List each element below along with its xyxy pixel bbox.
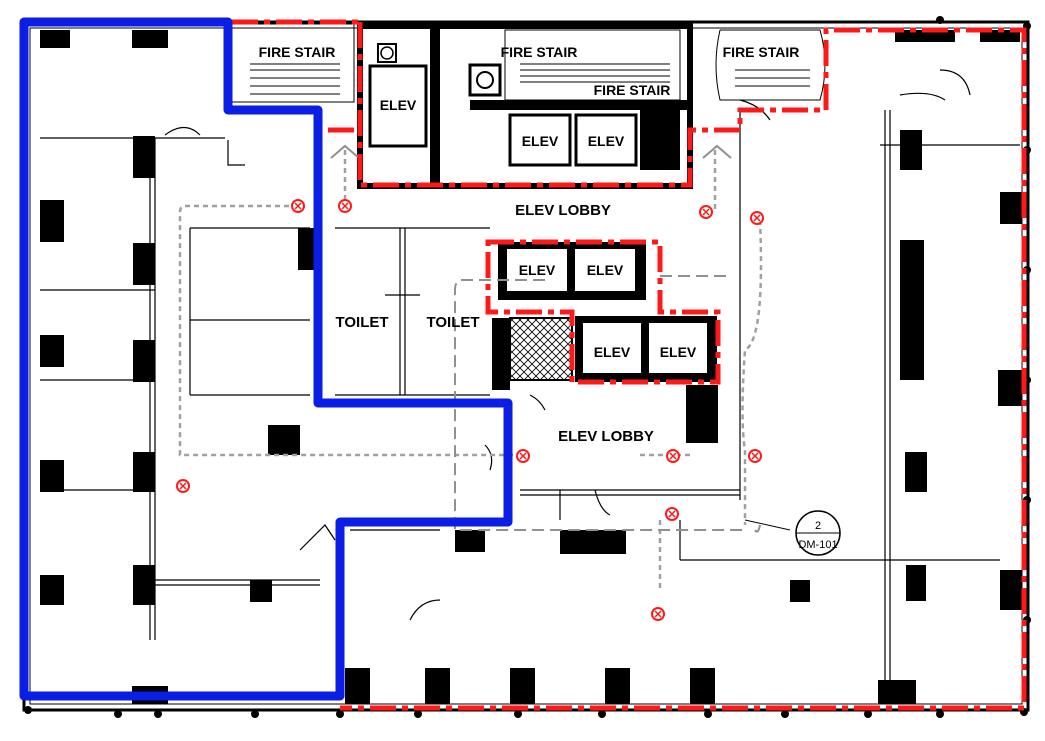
exit-markers: [176, 199, 764, 621]
elevator-lobby-label: ELEV LOBBY: [558, 428, 654, 445]
elevator-label: ELEV: [588, 133, 625, 149]
stair-arrows: [330, 144, 732, 159]
toilet-label: TOILET: [335, 314, 388, 331]
detail-number: 2: [815, 520, 821, 532]
elevator-label: ELEV: [380, 97, 417, 113]
fire-stair-label: FIRE STAIR: [723, 44, 800, 60]
blue-zone-outline: [19, 17, 513, 701]
egress-paths: [178, 150, 763, 590]
egress-path-dashed-boundary: [454, 275, 761, 533]
toilet-label: TOILET: [426, 314, 479, 331]
elevator-label: ELEV: [660, 344, 697, 360]
wall-columns: [40, 30, 1022, 704]
exit-marker: [516, 449, 530, 463]
exit-marker: [699, 205, 713, 219]
elevator-label: ELEV: [519, 262, 556, 278]
detail-sheet: DM-101: [798, 539, 837, 551]
exit-marker: [750, 211, 764, 225]
exit-marker: [748, 449, 762, 463]
exit-marker: [665, 507, 679, 521]
exit-marker: [338, 199, 352, 213]
elevator-label: ELEV: [522, 133, 559, 149]
fire-stair-label: FIRE STAIR: [501, 44, 578, 60]
exit-marker: [176, 479, 190, 493]
elevator-label: ELEV: [594, 344, 631, 360]
exit-marker: [291, 199, 305, 213]
detail-callout: 2 DM-101: [744, 510, 841, 556]
fire-stairs: [231, 23, 826, 103]
red-boundary: [232, 19, 1027, 711]
exit-marker: [651, 607, 665, 621]
elevator-lobby-label: ELEV LOBBY: [515, 202, 611, 219]
fire-stair-label: FIRE STAIR: [594, 82, 671, 98]
exit-marker: [666, 449, 680, 463]
fire-stair-label: FIRE STAIR: [259, 44, 336, 60]
room-labels: FIRE STAIR FIRE STAIR FIRE STAIR FIRE ST…: [259, 44, 800, 445]
elevator-label: ELEV: [587, 262, 624, 278]
